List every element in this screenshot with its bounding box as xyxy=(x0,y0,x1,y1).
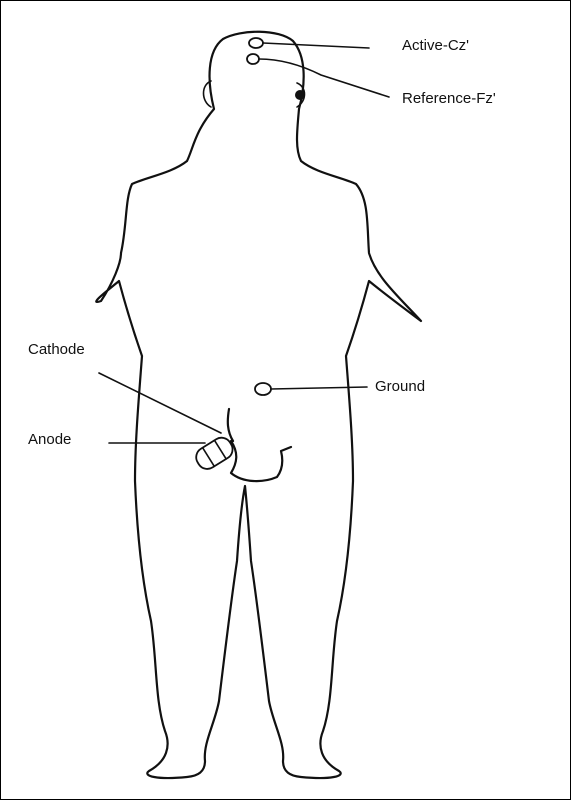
ground-label: Ground xyxy=(375,379,425,394)
cathode-label: Cathode xyxy=(28,342,85,357)
ear-electrode xyxy=(295,90,305,100)
ground-leader-line xyxy=(271,387,367,389)
ground-electrode xyxy=(255,383,271,395)
body-outline xyxy=(96,32,421,778)
cathode-leader-line xyxy=(99,373,221,433)
genital-outline xyxy=(228,409,291,481)
active-electrode xyxy=(249,38,263,48)
electrode-ring-assembly xyxy=(192,434,236,473)
reference-leader-line xyxy=(259,59,389,97)
anode-label: Anode xyxy=(28,432,71,447)
reference-label: Reference-Fz' xyxy=(402,91,496,106)
active-leader-line xyxy=(263,43,369,48)
reference-electrode xyxy=(247,54,259,64)
active-label: Active-Cz' xyxy=(402,38,469,53)
